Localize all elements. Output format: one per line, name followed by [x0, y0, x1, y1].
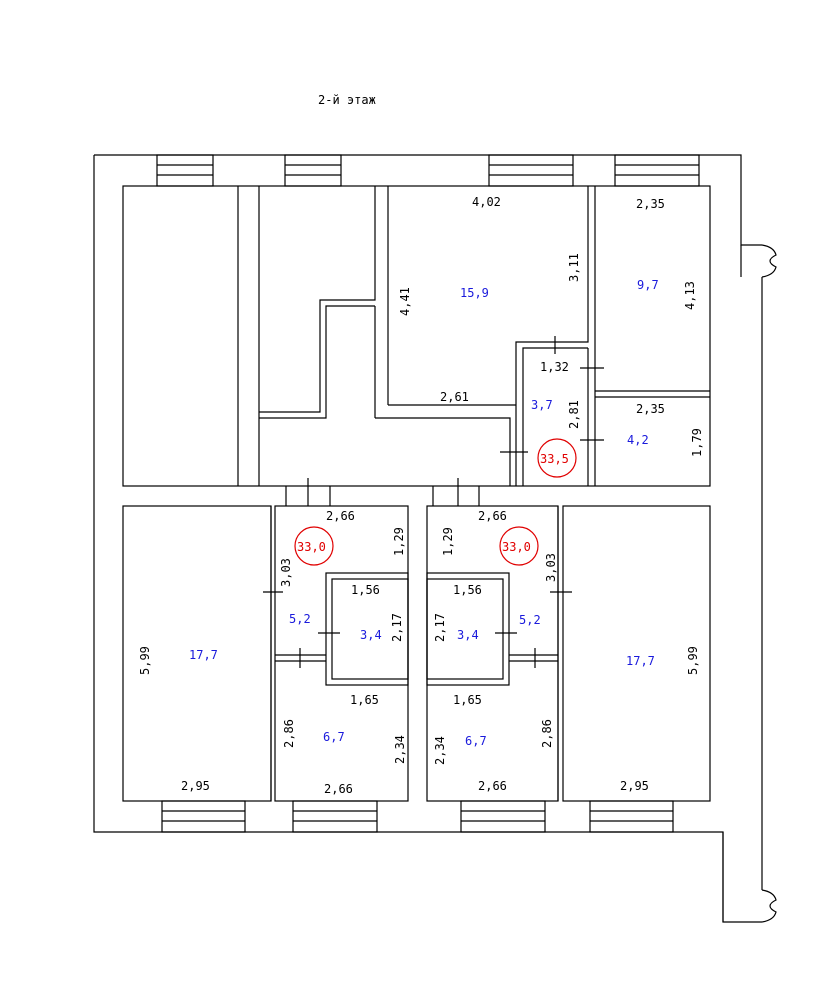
room-area-label: 17,7 [626, 654, 655, 668]
dimension-label: 2,61 [440, 390, 469, 404]
apartment-totals: 33,5 33,0 33,0 [294, 438, 577, 566]
dimension-label: 1,32 [540, 360, 569, 374]
dimension-label: 3,03 [279, 558, 293, 587]
dimension-label: 1,29 [392, 527, 406, 556]
dimension-label: 4,41 [398, 287, 412, 316]
dimension-label: 1,65 [350, 693, 379, 707]
room-area-label: 3,7 [531, 398, 553, 412]
dimension-label: 2,17 [433, 613, 447, 642]
room-area-label: 9,7 [637, 278, 659, 292]
room-area-label: 4,2 [627, 433, 649, 447]
dimension-label: 2,95 [620, 779, 649, 793]
dimension-label: 5,99 [686, 646, 700, 675]
room-area-label: 5,2 [289, 612, 311, 626]
dimension-label: 2,66 [326, 509, 355, 523]
dimension-label: 5,99 [138, 646, 152, 675]
room-area-label: 3,4 [457, 628, 479, 642]
dimension-label: 2,86 [282, 719, 296, 748]
dimension-label: 2,66 [478, 779, 507, 793]
room-area-label: 17,7 [189, 648, 218, 662]
dimension-label: 2,34 [393, 735, 407, 764]
room-area-label: 5,2 [519, 613, 541, 627]
dimension-label: 2,81 [567, 400, 581, 429]
dimension-label: 4,02 [472, 195, 501, 209]
room-area-label: 3,4 [360, 628, 382, 642]
dimension-label: 1,56 [351, 583, 380, 597]
dimension-label: 1,65 [453, 693, 482, 707]
dimension-label: 2,17 [390, 613, 404, 642]
dimension-label: 1,79 [690, 428, 704, 457]
dimension-label: 1,29 [441, 527, 455, 556]
dimension-label: 2,34 [433, 736, 447, 765]
floor-title: 2-й этаж [318, 93, 376, 107]
room-area-label: 15,9 [460, 286, 489, 300]
dimension-label: 2,35 [636, 402, 665, 416]
dimension-label: 4,13 [683, 281, 697, 310]
dimension-label: 2,66 [324, 782, 353, 796]
dimension-label: 2,95 [181, 779, 210, 793]
room-area-label: 6,7 [465, 734, 487, 748]
apartment-total-label: 33,0 [502, 540, 531, 554]
room-area-label: 6,7 [323, 730, 345, 744]
dimension-label: 3,03 [544, 553, 558, 582]
room-areas: 15,9 9,7 3,7 4,2 17,7 5,2 3,4 6,7 3,4 5,… [189, 278, 659, 748]
dimension-label: 2,86 [540, 719, 554, 748]
apartment-total-label: 33,0 [297, 540, 326, 554]
dimension-label: 1,56 [453, 583, 482, 597]
walls [93, 154, 777, 923]
dimensions: 4,02 2,35 4,41 3,11 4,13 1,32 2,61 2,81 … [138, 195, 704, 796]
apartment-total-label: 33,5 [540, 452, 569, 466]
dimension-label: 3,11 [567, 253, 581, 282]
dimension-label: 2,66 [478, 509, 507, 523]
dimension-label: 2,35 [636, 197, 665, 211]
